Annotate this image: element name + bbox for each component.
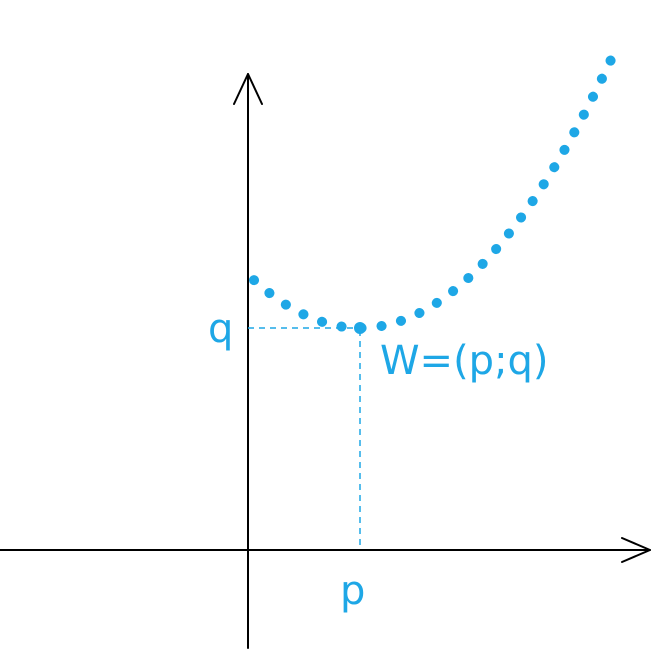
y-axis-arrow-icon	[233, 73, 263, 105]
vertex-label: W=(p;q)	[380, 338, 549, 384]
q-label: q	[208, 306, 233, 352]
p-label: p	[340, 568, 365, 614]
x-axis-arrow-icon	[621, 537, 651, 563]
parabola-curve	[249, 52, 617, 333]
vertex-point	[354, 322, 366, 334]
